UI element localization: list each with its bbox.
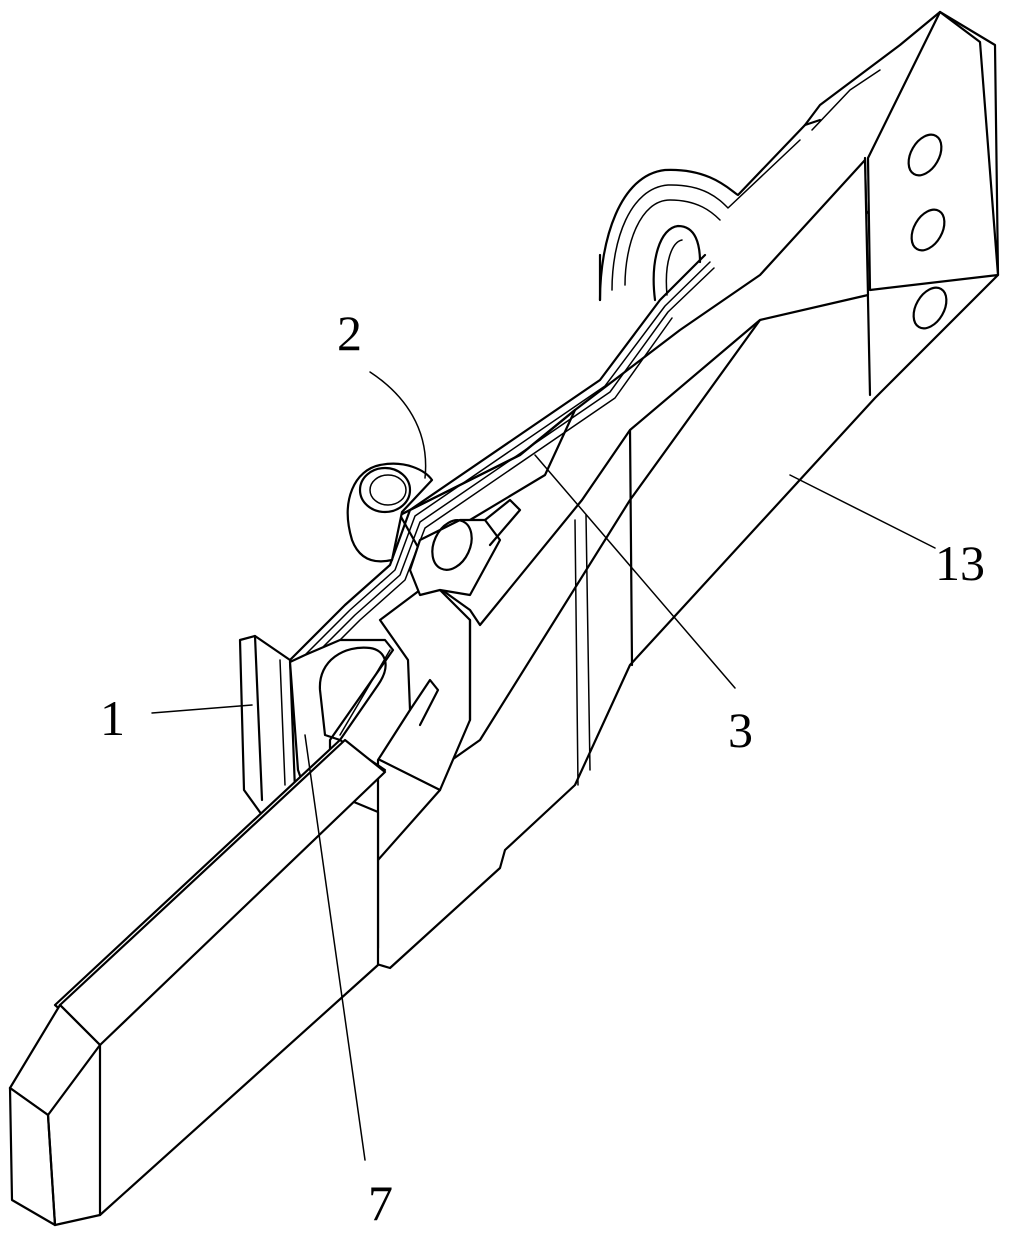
label-1: 1 [100, 693, 125, 743]
label-3: 3 [728, 705, 753, 755]
leader-line-2 [370, 372, 426, 478]
label-2: 2 [337, 308, 362, 358]
label-13: 13 [935, 538, 985, 588]
blade [10, 740, 385, 1225]
label-7: 7 [368, 1178, 393, 1228]
leader-line-13 [790, 475, 935, 548]
leader-line-1 [152, 705, 252, 713]
